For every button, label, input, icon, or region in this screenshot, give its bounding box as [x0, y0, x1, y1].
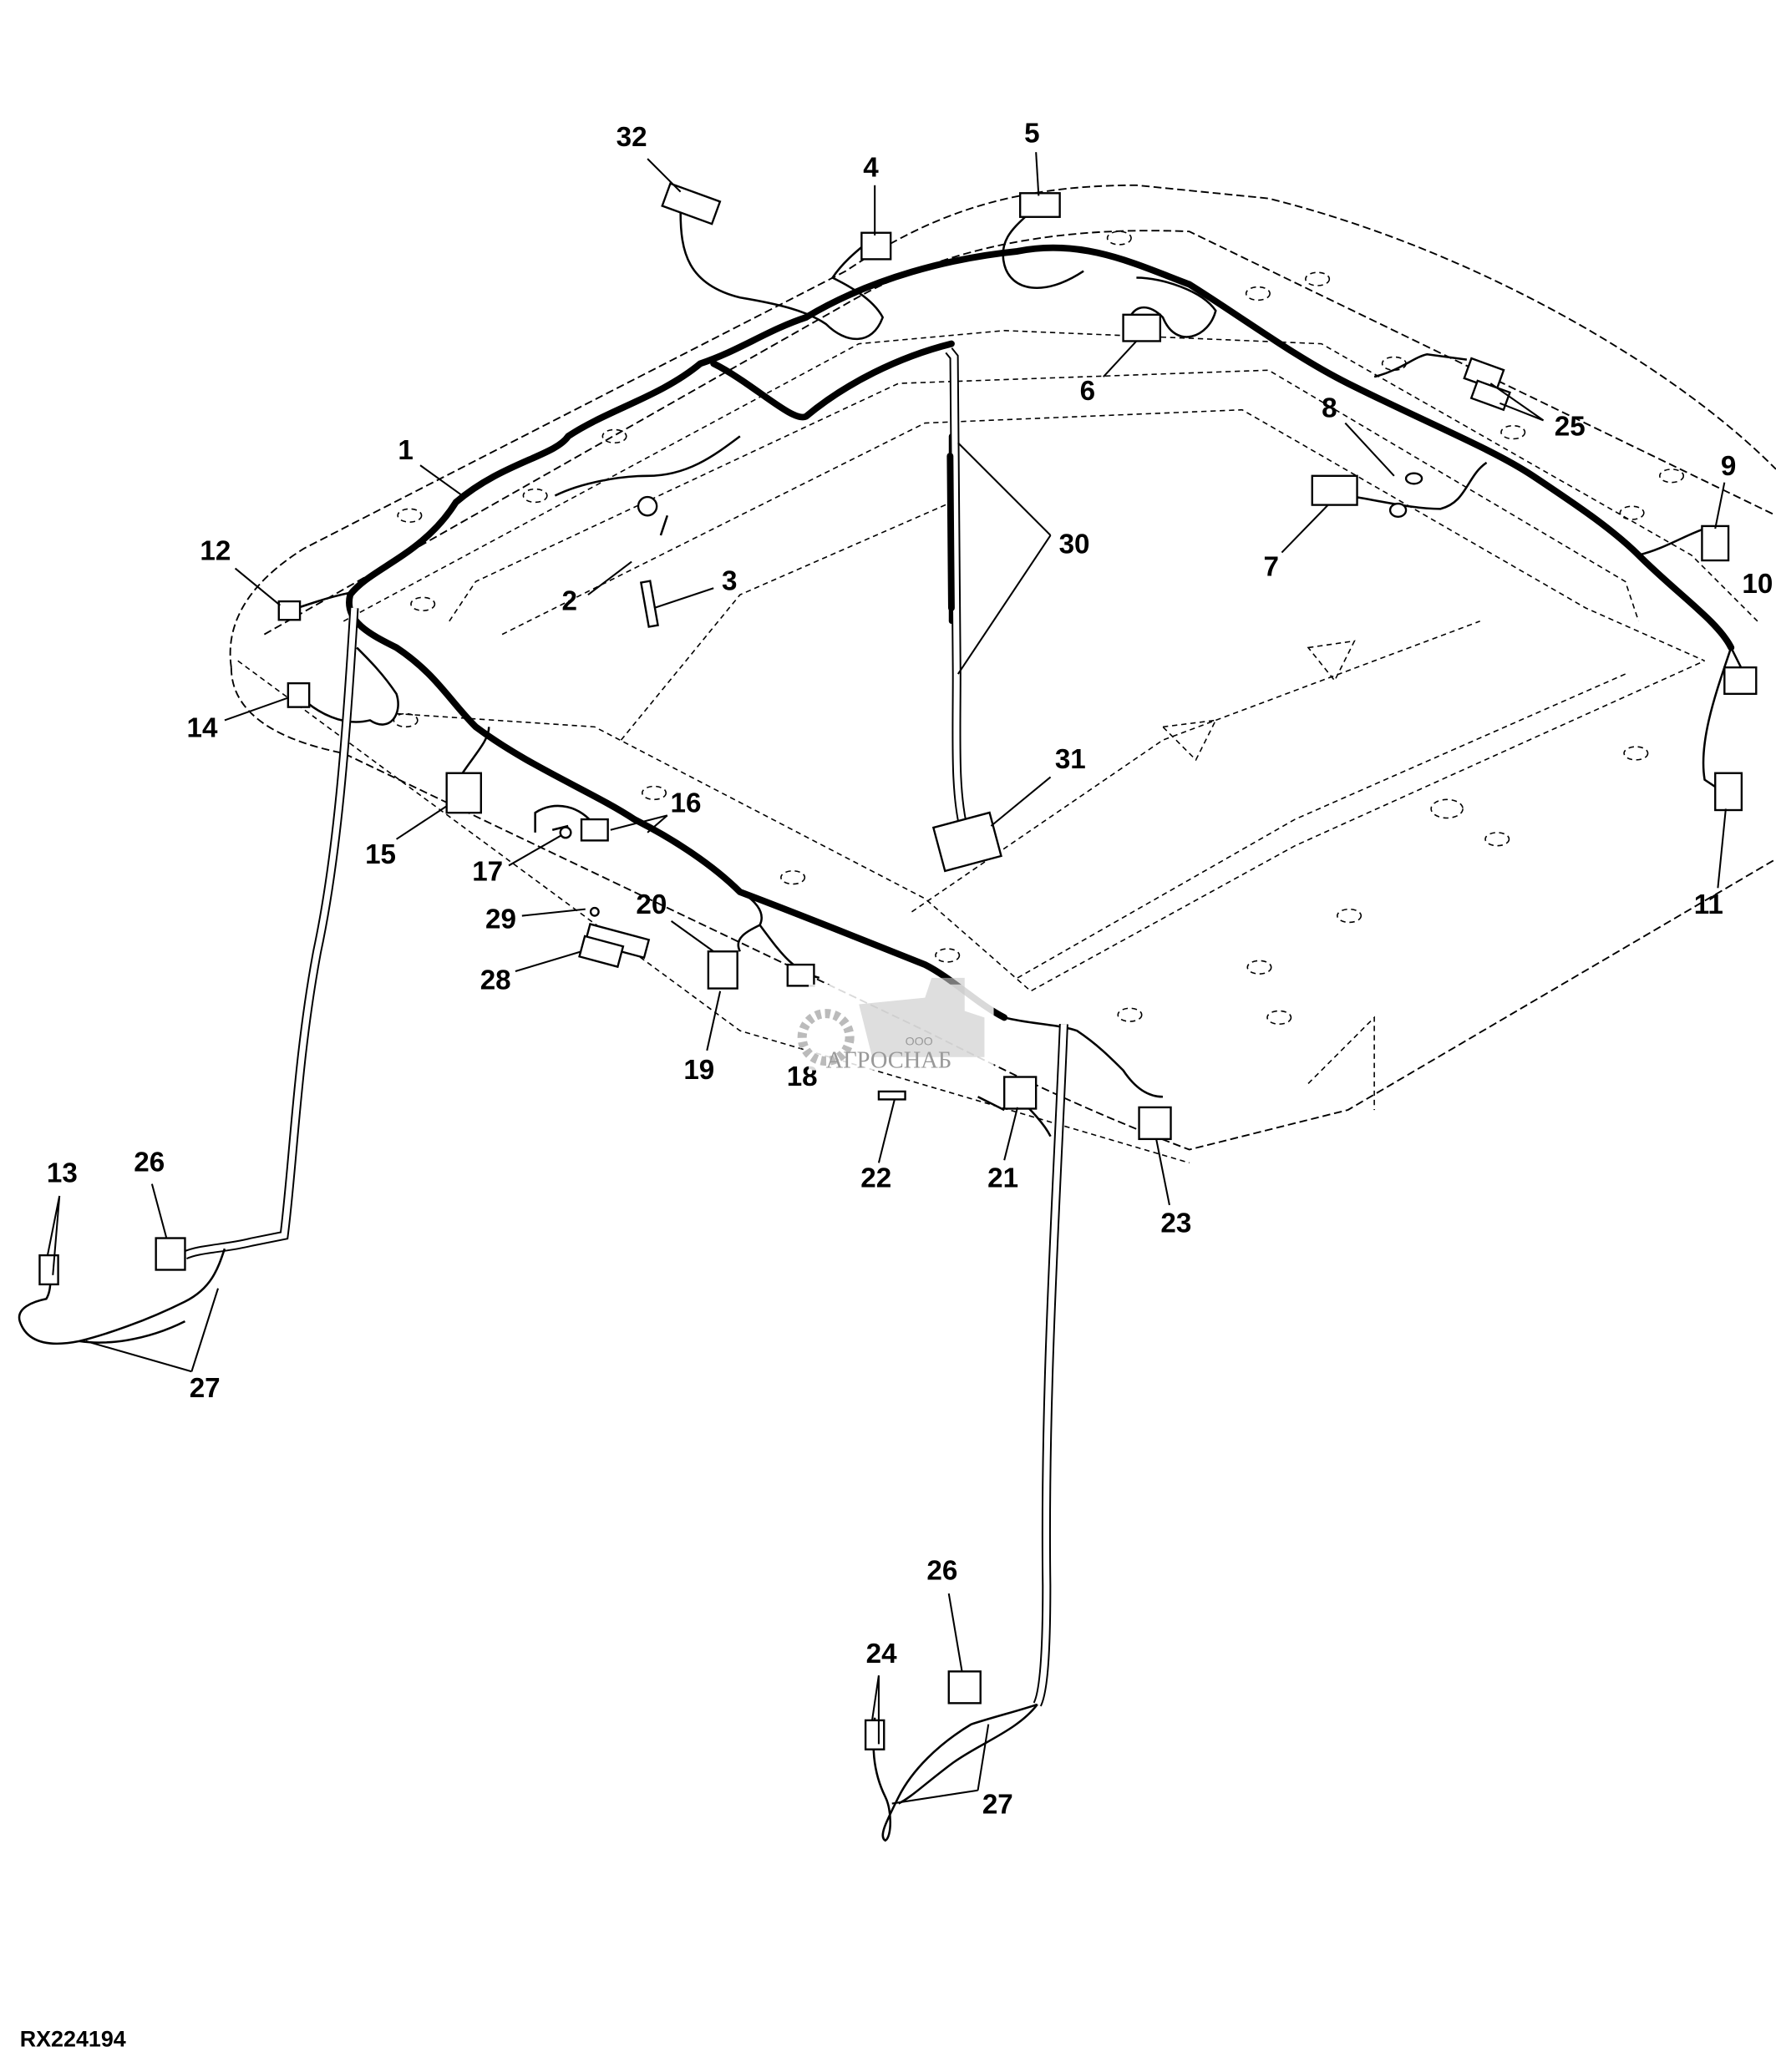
callout-15: 15 [365, 839, 396, 870]
callout-19: 19 [683, 1055, 714, 1086]
callout-14: 14 [187, 712, 218, 743]
callout-3: 3 [722, 566, 737, 597]
main-harness [346, 244, 1735, 1021]
callout-20: 20 [636, 889, 667, 920]
callout-25: 25 [1555, 412, 1586, 443]
watermark-prefix: ООО [906, 1036, 933, 1049]
callout-31: 31 [1055, 744, 1086, 775]
callout-21: 21 [987, 1163, 1018, 1194]
leader-lines [46, 152, 1727, 1805]
callout-1: 1 [398, 435, 413, 466]
callout-26: 26 [134, 1147, 165, 1178]
callout-24: 24 [866, 1639, 897, 1669]
callout-12: 12 [200, 535, 231, 566]
callout-4: 4 [863, 153, 879, 184]
drop-tubes [18, 607, 1068, 1842]
callout-30: 30 [1059, 529, 1090, 560]
callout-10: 10 [1742, 569, 1773, 600]
callout-11: 11 [1694, 889, 1723, 920]
agrosnab-watermark-logo: ООО АГРОСНАБ [797, 977, 994, 1073]
branch-wires [297, 210, 1746, 1137]
watermark-name: АГРОСНАБ [826, 1047, 952, 1073]
callout-7: 7 [1264, 551, 1279, 582]
callout-17: 17 [472, 857, 503, 888]
callout-8: 8 [1322, 393, 1337, 423]
callout-22: 22 [860, 1163, 891, 1194]
callout-28: 28 [480, 965, 511, 995]
connectors [38, 182, 1758, 1750]
callout-6: 6 [1080, 376, 1095, 407]
callout-13: 13 [47, 1158, 78, 1188]
callout-29: 29 [485, 904, 516, 935]
figure-id: RX224194 [20, 2027, 126, 2052]
callout-16: 16 [671, 788, 702, 818]
callout-26: 26 [926, 1555, 957, 1586]
callout-23: 23 [1160, 1208, 1191, 1239]
callout-5: 5 [1024, 118, 1039, 149]
callout-9: 9 [1721, 451, 1736, 482]
callout-labels: 32 4 5 6 25 8 9 10 7 30 1 12 2 3 14 31 1… [47, 118, 1773, 1820]
callout-27: 27 [190, 1373, 221, 1404]
callout-2: 2 [562, 585, 577, 616]
callout-32: 32 [617, 122, 647, 153]
callout-27: 27 [982, 1789, 1013, 1820]
